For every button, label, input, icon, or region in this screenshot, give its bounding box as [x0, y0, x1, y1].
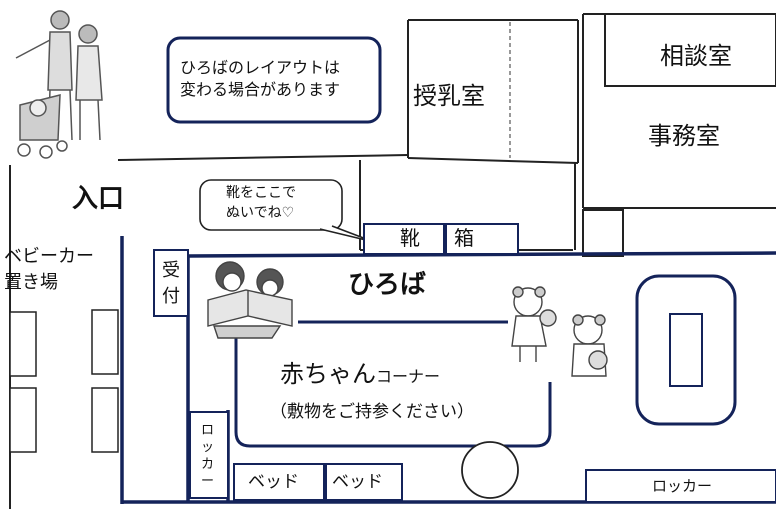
baby-corner-outline	[234, 320, 552, 448]
shoe-box-outline	[363, 223, 519, 255]
locker-vertical-c3: カ	[201, 457, 215, 472]
locker-vertical-c2: ッ	[201, 440, 215, 455]
family-stroller-illustration	[15, 10, 103, 159]
stroller-slots	[9, 309, 119, 453]
locker-vertical-c4: ー	[201, 474, 215, 489]
girls-teddy-illustration	[511, 286, 608, 377]
reception-box	[153, 249, 189, 317]
bed-label-2: ベッド	[332, 472, 383, 492]
stroller-area-line2: 置き場	[4, 272, 58, 293]
speech-line1: 靴をここで	[226, 185, 296, 201]
speech-line2: ぬいでね♡	[226, 205, 295, 221]
notice-line2: 変わる場合があります	[180, 80, 341, 99]
baby-corner-title: 赤ちゃんコーナー	[280, 362, 440, 386]
notice-line1: ひろばのレイアウトは	[180, 58, 341, 77]
bed-label-1: ベッド	[248, 472, 299, 492]
nursing-room-label: 授乳室	[413, 82, 485, 110]
children-reading-illustration	[207, 261, 293, 339]
locker-vertical-box	[189, 411, 229, 499]
plaza-label: ひろば	[348, 270, 427, 300]
office-label: 事務室	[648, 122, 720, 150]
notice-box	[166, 36, 382, 124]
shoe-box-left: 靴	[400, 226, 420, 250]
baby-corner-title-large: 赤ちゃん	[280, 360, 376, 388]
baby-corner-title-small: コーナー	[376, 367, 441, 386]
thin-walls	[117, 13, 776, 257]
locker-bottom-label: ロッカー	[652, 477, 713, 495]
play-area-inner	[669, 313, 703, 387]
round-table	[461, 441, 519, 499]
locker-vertical-c1: ロ	[201, 423, 215, 438]
reception-char1: 受	[162, 260, 180, 281]
consultation-room-label: 相談室	[660, 42, 732, 70]
entrance-label: 入口	[72, 184, 125, 214]
locker-bottom-box	[585, 469, 776, 503]
bed-boxes	[233, 463, 403, 501]
stroller-area-line1: ベビーカー	[4, 246, 94, 267]
shoe-box-right: 箱	[454, 226, 474, 250]
reception-char2: 付	[162, 286, 180, 307]
baby-corner-note: （敷物をご持参ください）	[270, 402, 474, 422]
